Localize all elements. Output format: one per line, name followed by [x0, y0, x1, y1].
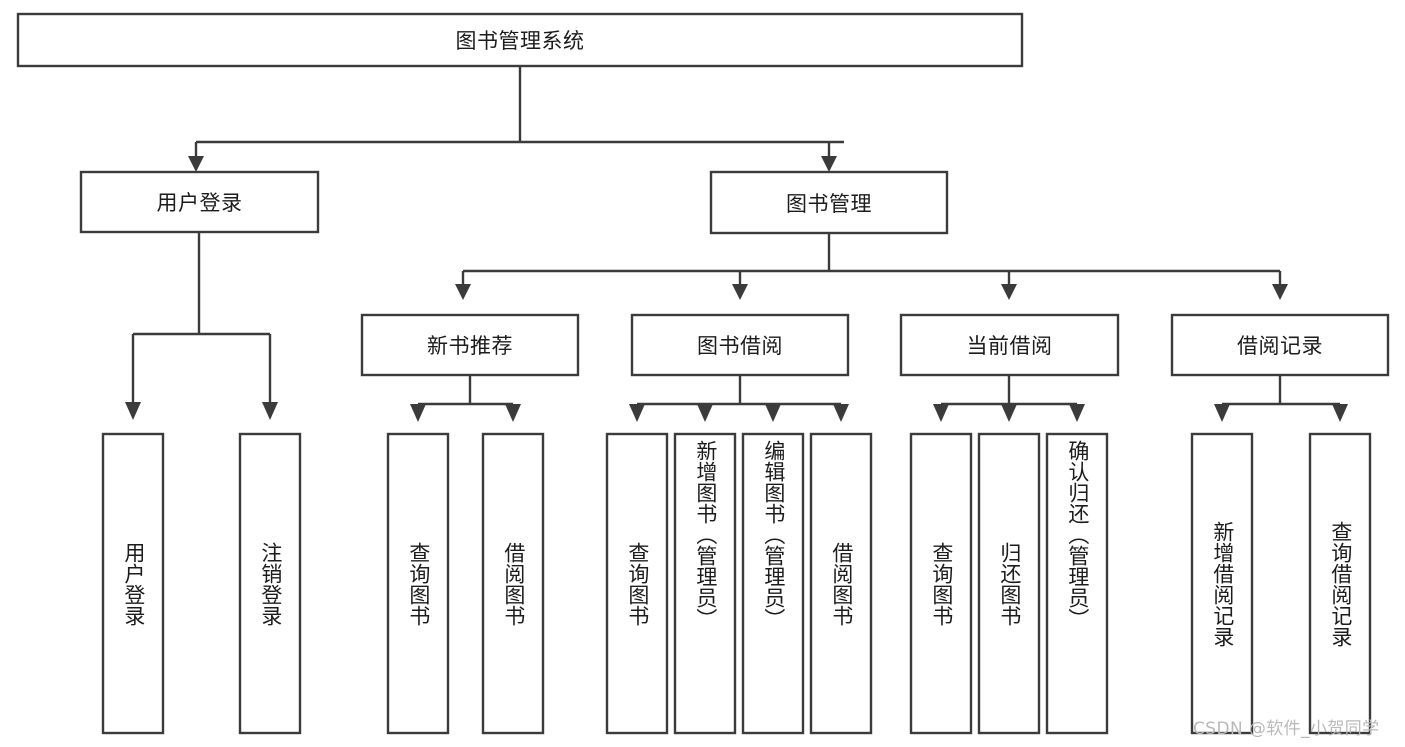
node-leaf-query-book-2[interactable]	[605, 432, 669, 735]
connector-userlogin-to-leaves	[125, 232, 278, 420]
node-book-borrow[interactable]	[630, 313, 850, 377]
node-new-book-recommend[interactable]	[360, 313, 580, 377]
node-root[interactable]	[16, 12, 1024, 68]
node-user-login[interactable]	[79, 170, 320, 234]
node-leaf-add-record[interactable]	[1190, 432, 1254, 735]
node-leaf-query-book-1[interactable]	[386, 432, 450, 735]
node-book-management[interactable]	[709, 170, 949, 235]
node-leaf-edit-book[interactable]	[741, 432, 805, 735]
node-leaf-return-book[interactable]	[977, 432, 1041, 735]
connector-newbook-to-leaves	[410, 375, 521, 422]
node-leaf-query-record[interactable]	[1308, 432, 1372, 735]
connector-currentborrow-to-leaves	[933, 375, 1085, 422]
connector-bookborrow-to-leaves	[629, 375, 849, 422]
watermark-text: CSDN @软件_小贺同学	[1193, 719, 1380, 739]
node-leaf-borrow-book-1[interactable]	[481, 432, 545, 735]
node-leaf-add-book[interactable]	[673, 432, 737, 735]
node-leaf-user-logout[interactable]	[238, 432, 302, 735]
connector-root-to-level1	[188, 66, 844, 172]
connector-bookmgmt-to-level2	[455, 233, 1288, 300]
node-leaf-query-book-3[interactable]	[909, 432, 973, 735]
node-leaf-user-login[interactable]	[101, 432, 165, 735]
node-leaf-borrow-book-2[interactable]	[809, 432, 873, 735]
connector-borrowrecord-to-leaves	[1214, 375, 1348, 422]
node-leaf-confirm-return[interactable]	[1045, 432, 1109, 735]
node-current-borrow[interactable]	[899, 313, 1120, 377]
node-borrow-record[interactable]	[1170, 313, 1390, 377]
